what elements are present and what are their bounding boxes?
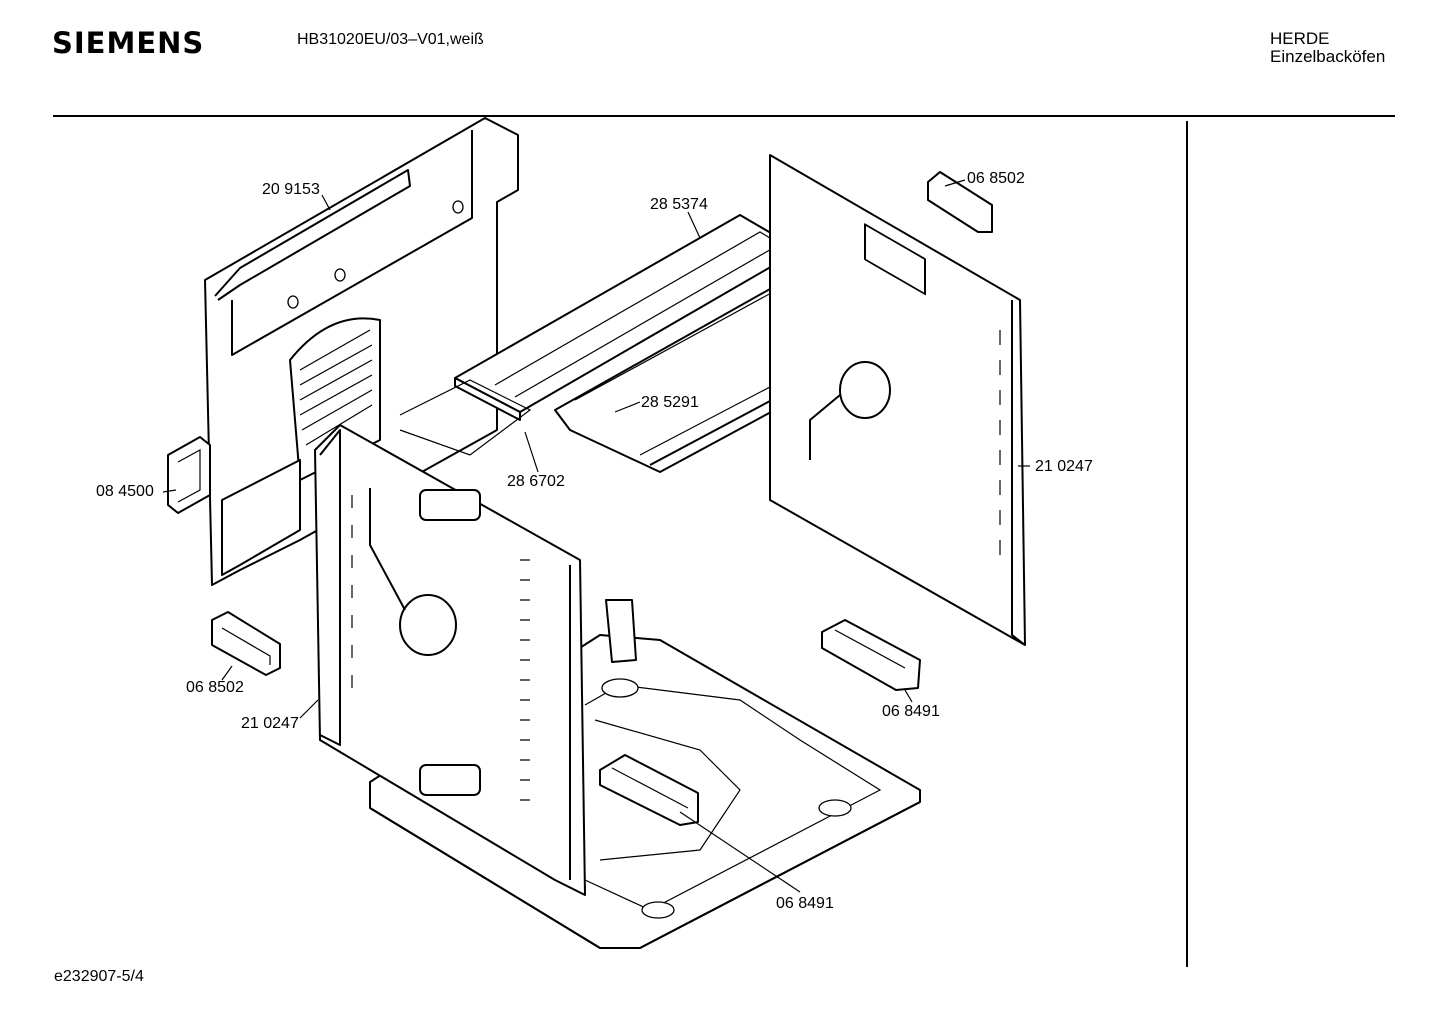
part-label-285291: 28 5291 [641, 394, 699, 411]
model-number: HB31020EU/03–V01,weiß [297, 31, 484, 48]
category-label: HERDE Einzelbacköfen [1270, 30, 1385, 66]
part-label-068502-top: 06 8502 [967, 170, 1025, 187]
left-hinge-holder-part [211, 611, 281, 676]
part-label-068502-left: 06 8502 [186, 679, 244, 696]
part-label-209153: 20 9153 [262, 181, 320, 198]
back-wall-part [204, 117, 519, 586]
part-label-068491-bottom: 06 8491 [776, 895, 834, 912]
right-side-wall-part [769, 154, 1026, 646]
header-divider [53, 115, 1395, 117]
part-label-210247-left: 21 0247 [241, 715, 299, 732]
top-hinge-holder-part [927, 171, 993, 233]
bottom-rail-holder-part [599, 754, 699, 826]
side-divider [1186, 121, 1188, 967]
brand-logo: SIEMENS [52, 26, 205, 60]
part-label-210247-right: 21 0247 [1035, 458, 1093, 475]
part-label-084500: 08 4500 [96, 483, 154, 500]
right-rail-holder-part [821, 619, 921, 691]
part-label-068491-right: 06 8491 [882, 703, 940, 720]
part-label-286702: 28 6702 [507, 473, 565, 490]
lamp-socket-part [167, 436, 211, 514]
leader-lines [162, 179, 1030, 893]
category-line-1: HERDE [1270, 29, 1330, 48]
category-line-2: Einzelbacköfen [1270, 47, 1386, 66]
part-label-285374: 28 5374 [650, 196, 708, 213]
drawing-id: e232907-5/4 [54, 968, 144, 985]
left-side-wall-part [314, 424, 586, 896]
